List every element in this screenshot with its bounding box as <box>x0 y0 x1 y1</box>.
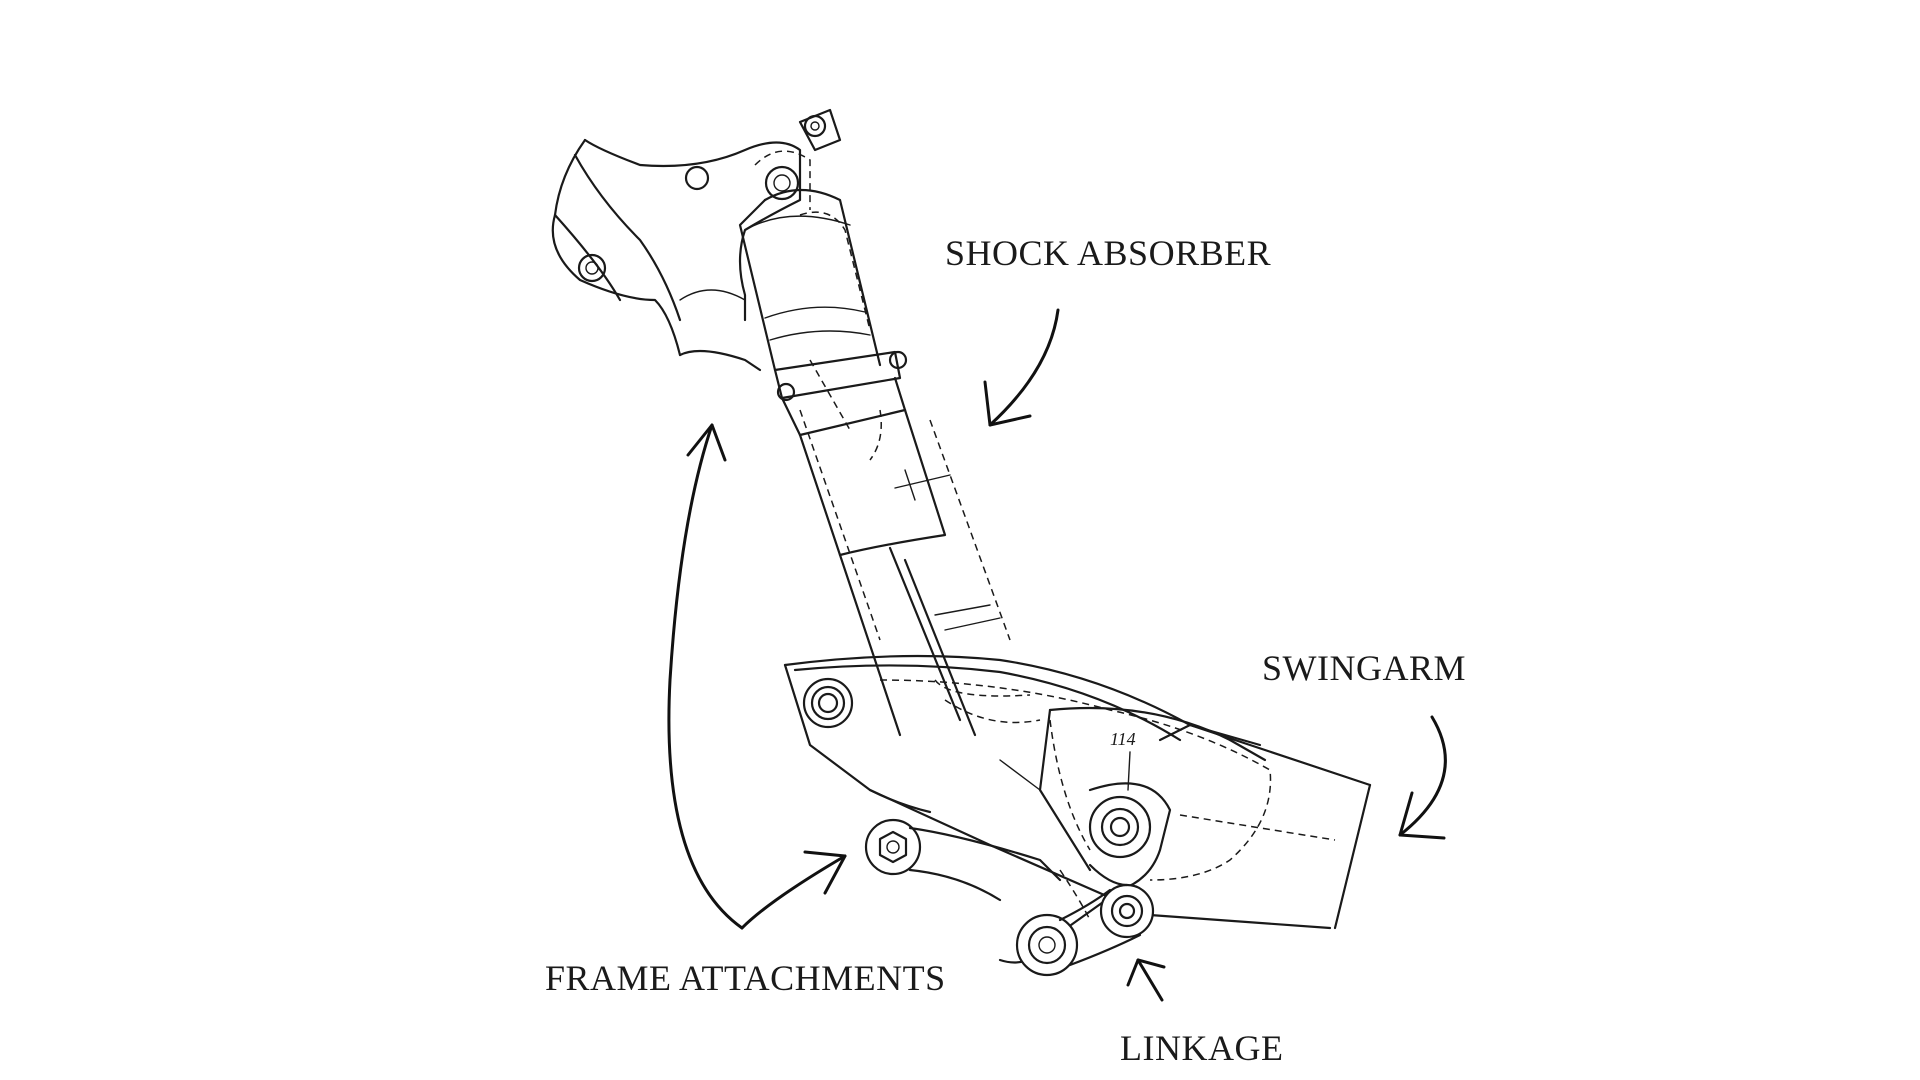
linkage-label: LINKAGE <box>1120 1028 1283 1068</box>
swingarm-arrow <box>1398 715 1447 837</box>
shock-absorber-arrow <box>988 308 1060 427</box>
callout-arrows <box>667 308 1447 1002</box>
swingarm: 114 <box>783 654 1372 930</box>
swingarm-label: SWINGARM <box>1262 648 1466 688</box>
shock-absorber <box>738 150 1041 737</box>
frame-attachments-label: FRAME ATTACHMENTS <box>545 958 946 998</box>
linkage <box>864 782 1172 977</box>
shock-absorber-label: SHOCK ABSORBER <box>945 233 1271 273</box>
linkage-arrow <box>1136 958 1164 1002</box>
frame-attachments-arrow <box>667 423 744 930</box>
labels: SHOCK ABSORBER SWINGARM FRAME ATTACHMENT… <box>545 233 1466 1068</box>
upper-frame <box>551 108 842 372</box>
reference-number: 114 <box>1110 729 1136 749</box>
